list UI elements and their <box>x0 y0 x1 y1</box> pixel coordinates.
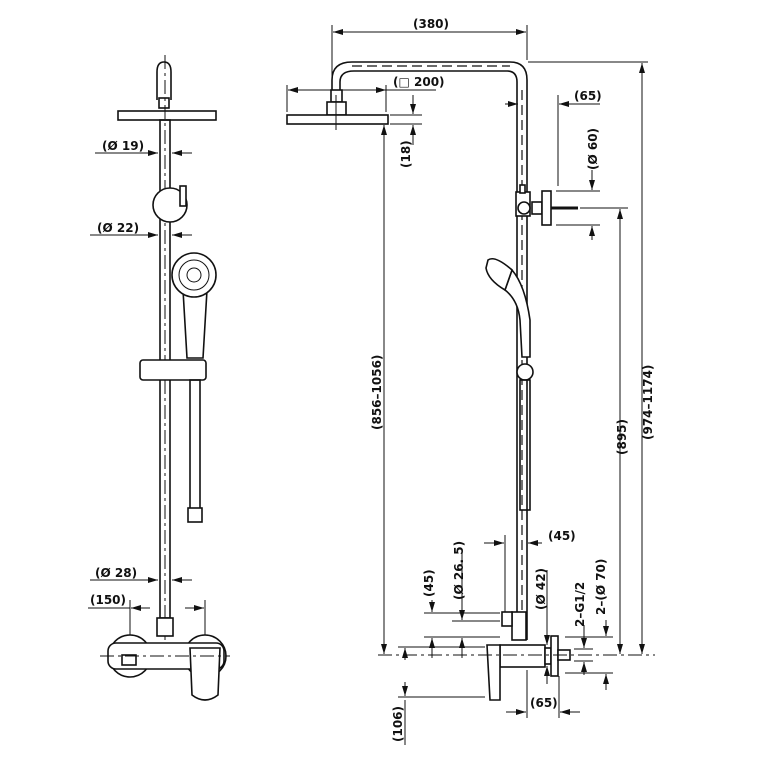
dim-head-thickness: (18) <box>399 140 413 168</box>
mixer-lever <box>189 647 221 701</box>
dim-total-height: (974–1174) <box>641 365 655 440</box>
mixer-nut <box>121 654 137 666</box>
holder-pin <box>179 185 187 207</box>
dim-bracket-height: (895) <box>615 419 629 455</box>
top-finial <box>156 61 172 100</box>
shower-arm-outer <box>331 61 528 640</box>
dim-flange-dia: 2–(Ø 70) <box>594 559 608 615</box>
hose-nut <box>187 507 203 523</box>
hose-side <box>519 379 531 511</box>
dim-bracket-dia: (Ø 60) <box>586 128 600 170</box>
hand-shower-head-side <box>485 257 513 292</box>
hand-shower-handle-side <box>504 268 531 358</box>
bracket-wall-plate <box>541 190 552 226</box>
dim-pipe-offset: (45) <box>548 529 576 543</box>
dim-wall-offset: (65) <box>530 696 558 710</box>
dim-thread: 2–G1/2 <box>573 582 587 627</box>
head-connector <box>158 97 170 109</box>
mixer-lever-side <box>486 644 501 701</box>
wall-flange <box>550 635 559 677</box>
side-view: (380) (□ 200) (18) (65) (Ø 60) (974–1174… <box>286 17 655 745</box>
slide-bracket <box>139 359 207 381</box>
dim-body-dia: (Ø 42) <box>534 568 548 610</box>
dim-pipe-bottom: (Ø 28) <box>95 566 137 580</box>
dim-pipe-top: (Ø 19) <box>102 139 144 153</box>
hose <box>189 379 201 511</box>
front-view: (Ø 19) (Ø 22) (Ø 28) (150) <box>88 55 230 701</box>
diverter-knob <box>501 611 513 627</box>
dim-bracket-offset: (65) <box>574 89 602 103</box>
mixer-body-side <box>499 644 546 668</box>
pipe-holder-knob <box>152 187 188 223</box>
dim-arm-length: (380) <box>413 17 449 31</box>
overhead-shower-side <box>286 114 389 125</box>
dim-head-height: (856–1056) <box>370 355 384 430</box>
diverter-body <box>511 611 527 641</box>
dim-diverter-height: (45) <box>422 569 436 597</box>
dim-diverter-dia: (Ø 26. 5) <box>452 541 466 600</box>
hand-shower-handle <box>182 289 208 359</box>
overhead-shower-plate <box>117 110 217 121</box>
dim-lever-drop: (106) <box>391 706 405 742</box>
dim-head-size: (□ 200) <box>393 75 445 89</box>
dim-mixer-width: (150) <box>90 593 126 607</box>
hand-shower-holder <box>516 363 534 381</box>
dim-pipe-mid: (Ø 22) <box>97 221 139 235</box>
shower-arm-inner <box>339 70 518 640</box>
diverter-connector <box>156 617 174 637</box>
hand-shower-head <box>171 252 217 298</box>
